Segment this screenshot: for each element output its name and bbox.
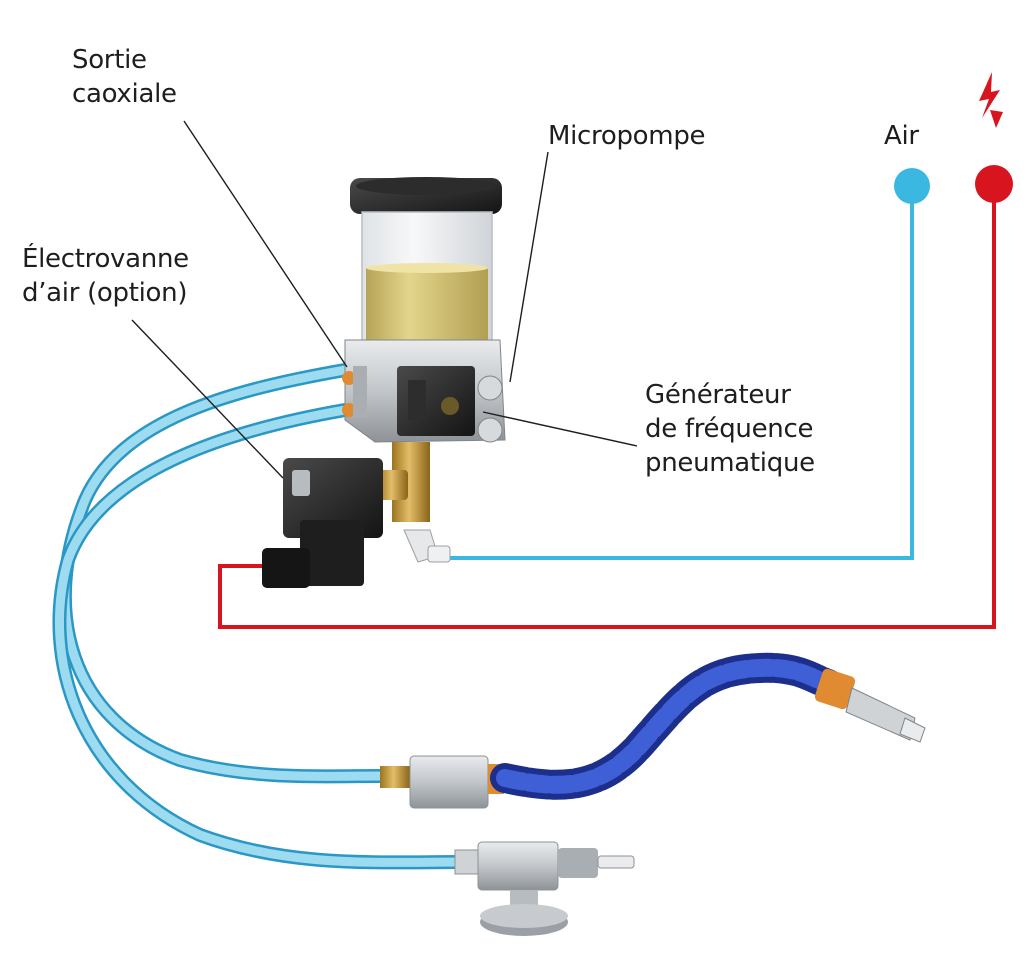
label-generateur-line1: Générateur — [645, 380, 791, 410]
label-generateur-line3: pneumatique — [645, 448, 815, 478]
label-sortie-coaxiale: Sortie caoxiale — [72, 43, 177, 111]
lightning-bolt-icon — [979, 72, 1000, 118]
electric-connection-dot — [975, 165, 1013, 203]
label-sortie-line1: Sortie — [72, 45, 147, 75]
air-solenoid-valve — [262, 458, 383, 588]
label-electrovanne-line1: Électrovanne — [22, 244, 189, 274]
label-electrovanne-line2: d’air (option) — [22, 278, 188, 308]
electric-supply-line — [218, 72, 1013, 629]
nozzle-magnetic-base — [454, 841, 635, 936]
label-generateur: Générateur de fréquence pneumatique — [645, 378, 815, 480]
nozzle-flexible — [380, 652, 926, 809]
label-generateur-line2: de fréquence — [645, 414, 814, 444]
coaxial-hoses — [52, 363, 469, 870]
label-sortie-line2: caoxiale — [72, 79, 177, 109]
leader-lines — [131, 120, 638, 479]
label-air: Air — [884, 121, 919, 151]
label-electrovanne: Électrovanne d’air (option) — [22, 242, 189, 310]
label-micropompe: Micropompe — [548, 121, 706, 151]
air-supply-line — [448, 168, 930, 560]
reservoir-assembly — [342, 177, 506, 563]
air-connection-dot — [894, 168, 930, 204]
